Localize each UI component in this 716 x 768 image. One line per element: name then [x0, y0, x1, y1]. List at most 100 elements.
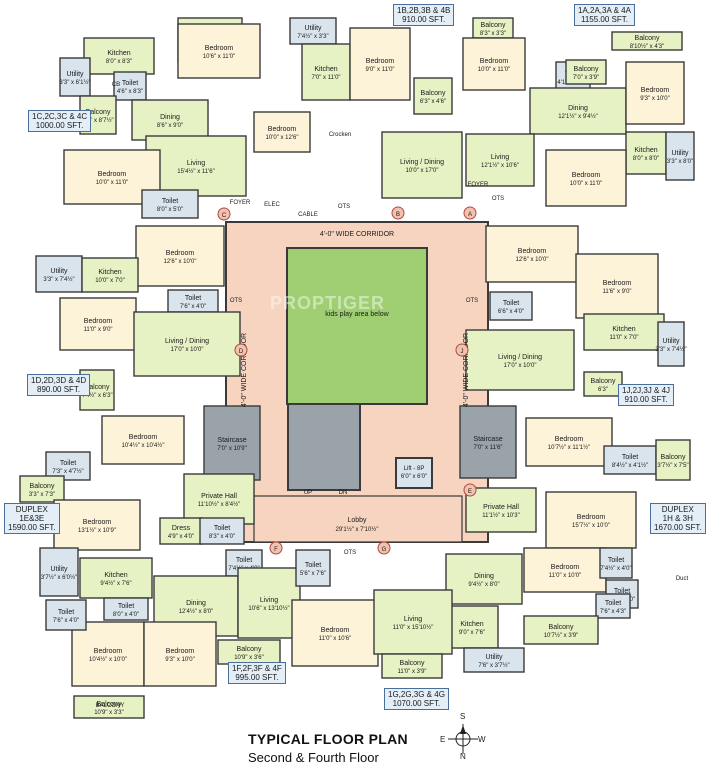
room-name-12: Dining [160, 114, 180, 121]
stair-up-label: UP [304, 490, 312, 496]
room-name-32: Toilet [185, 295, 201, 302]
room-name-18: Bedroom [641, 87, 670, 94]
room-27 [135, 225, 225, 287]
service-label-4: OTS [466, 298, 478, 304]
room-dim-7: 8'10½" x 4'3" [630, 43, 665, 50]
compass: S E W N [440, 712, 486, 762]
room-9 [59, 57, 91, 97]
room-name-16: Balcony [574, 66, 599, 73]
room-name-66: Balcony [549, 624, 574, 631]
room-name-11: Balcony [86, 109, 111, 116]
room-36 [657, 321, 685, 367]
kids-play-area [286, 247, 428, 405]
room-dim-76: 7'6" x 4'0" [53, 618, 79, 624]
room-name-4: Bedroom [366, 58, 395, 65]
room-52 [545, 491, 637, 549]
room-name-47: Balcony [661, 454, 686, 461]
room-dim-37: 17'0" x 10'0" [171, 347, 204, 353]
room-name-29: Utility [50, 268, 68, 275]
room-35 [583, 313, 665, 351]
entry-letter-b: B [396, 212, 400, 218]
room-dim-70: 11'0" x 15'10½" [393, 624, 434, 631]
room-dim-50: 11'1½" x 10'3" [482, 512, 519, 519]
room-dim-51: 13'1½" x 10'9" [78, 527, 116, 534]
service-label-3: OTS [230, 298, 242, 304]
room-69 [291, 599, 379, 667]
room-7 [611, 31, 683, 51]
room-55 [39, 547, 79, 597]
room-name-54: Toilet [214, 525, 230, 532]
room-name-8: Kitchen [107, 50, 130, 57]
room-name-77: Toilet [118, 603, 134, 610]
room-name-52: Bedroom [577, 514, 606, 521]
lift-dim: 6'0" x 6'0" [401, 474, 427, 480]
entry-marker-a [463, 206, 477, 220]
service-label-8: CB [112, 82, 120, 88]
room-46 [603, 445, 657, 475]
room-dim-36: 3'3" x 7'4½" [655, 346, 686, 353]
room-dim-31: 11'6" x 9'0" [602, 289, 631, 295]
entry-letter-a: A [468, 212, 472, 218]
room-51 [53, 499, 141, 551]
stair-dn-label: DN [339, 490, 348, 496]
room-71 [217, 639, 281, 665]
room-45 [45, 451, 91, 481]
room-dim-23: 3'3" x 8'0" [667, 159, 693, 165]
room-3 [301, 43, 351, 101]
room-name-21: Living [491, 154, 509, 161]
room-name-33: Bedroom [84, 318, 113, 325]
plan-title: TYPICAL FLOOR PLAN [248, 731, 408, 747]
room-name-13: Bedroom [268, 126, 297, 133]
room-name-17: Dining [568, 105, 588, 112]
room-name-31: Bedroom [603, 280, 632, 287]
room-name-3: Kitchen [314, 66, 337, 73]
room-dim-39: 4'4½" x 6'3" [81, 392, 112, 399]
room-dim-69: 11'0" x 10'6" [319, 636, 351, 642]
room-dim-32: 7'6" x 4'0" [180, 304, 206, 310]
room-name-75: Bedroom [166, 648, 195, 655]
room-dim-68: 7'6" x 3'7½" [478, 662, 509, 669]
room-name-7: Balcony [635, 35, 660, 42]
room-8 [83, 37, 155, 75]
room-18 [625, 61, 685, 125]
room-53 [159, 517, 203, 545]
entry-marker-d [234, 343, 248, 357]
room-dim-33: 11'0" x 9'0" [83, 327, 112, 333]
play-area-label: kids play area below [325, 311, 389, 318]
room-42 [459, 405, 517, 479]
plan-subtitle: Second & Fourth Floor [248, 750, 379, 765]
room-name-64: Toilet [614, 588, 630, 595]
room-name-9: Utility [66, 71, 84, 78]
room-name-74: Bedroom [94, 648, 123, 655]
service-label-7: Crocken [329, 132, 351, 138]
room-dim-41: 7'0" x 10'9" [217, 446, 247, 452]
room-43 [101, 415, 185, 465]
room-name-76: Toilet [58, 609, 74, 616]
room-66 [523, 615, 599, 645]
room-2 [289, 17, 337, 45]
room-4 [349, 27, 411, 101]
room-dim-61: 9'4½" x 8'0" [468, 581, 499, 588]
room-dim-67: 9'0" x 7'6" [459, 630, 485, 636]
room-dim-3: 7'0" x 11'0" [311, 75, 340, 81]
entry-marker-g [377, 541, 391, 555]
room-22 [625, 131, 667, 175]
entry-marker-c [217, 207, 231, 221]
room-name-19: Living [187, 160, 205, 167]
room-name-10: Toilet [122, 80, 138, 87]
room-10 [113, 71, 147, 101]
entry-marker-b [391, 206, 405, 220]
room-dim-65: 7'6" x 4'3" [600, 609, 626, 615]
room-dim-8: 8'0" x 8'3" [106, 59, 132, 65]
room-name-59: Living [260, 597, 278, 604]
room-dim-24: 10'0" x 17'0" [406, 168, 439, 174]
room-29 [35, 255, 83, 293]
entry-marker-e [463, 483, 477, 497]
room-name-72: Balcony [97, 701, 122, 708]
